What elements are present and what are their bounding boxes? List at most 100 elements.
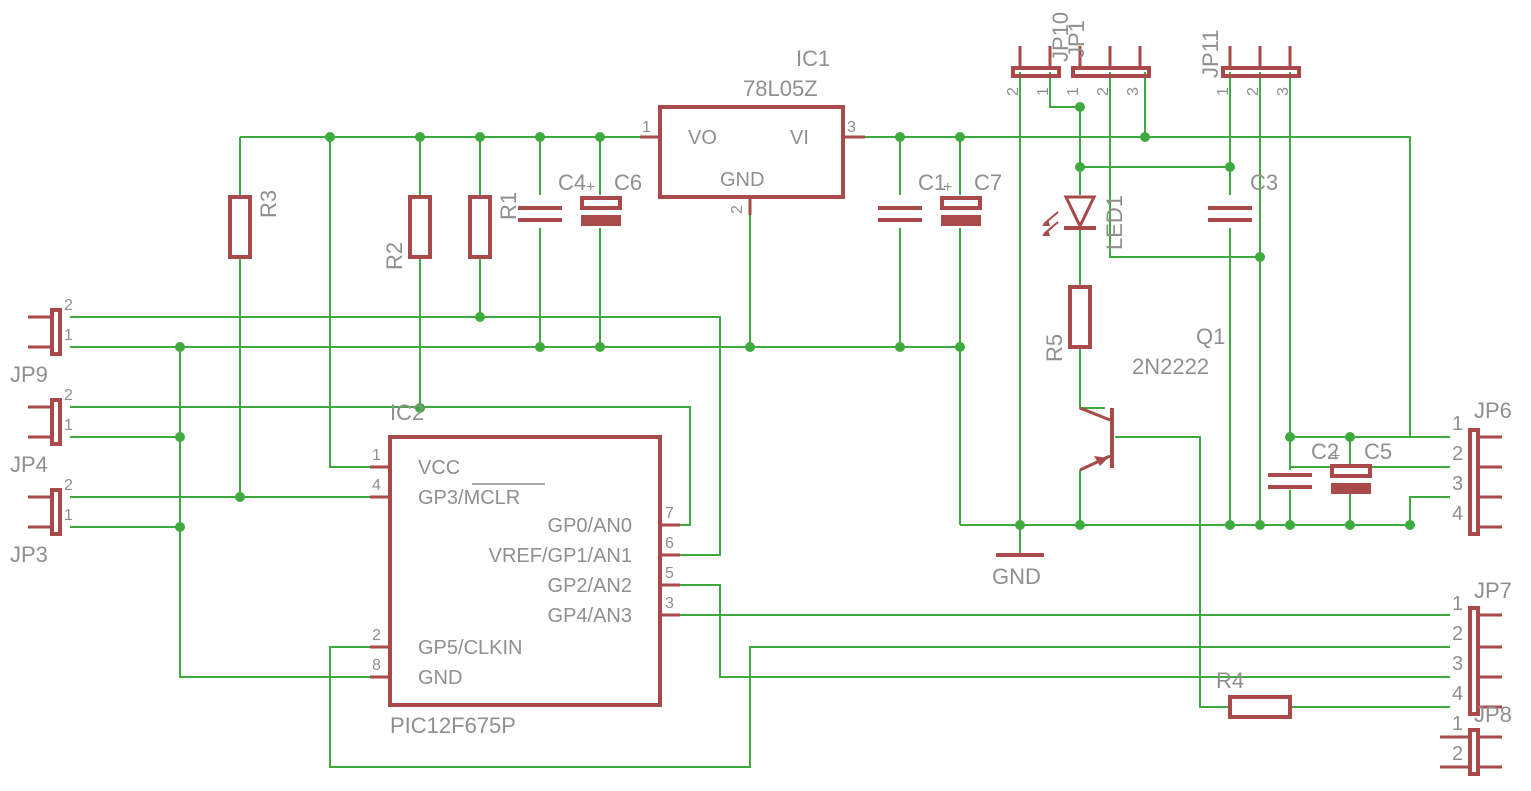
r4-label: R4	[1216, 668, 1244, 693]
jp9-pin: 2	[64, 297, 73, 314]
junction	[1285, 432, 1295, 442]
gnd-symbol: GND	[992, 553, 1044, 589]
led1-label: LED1	[1102, 195, 1127, 250]
ic2-pin-label: GND	[418, 667, 462, 689]
junction	[1345, 432, 1355, 442]
ic2-pin-label: GP3/MCLR	[418, 487, 520, 509]
ic2-pin-num: 8	[372, 657, 381, 674]
junction	[1140, 132, 1150, 142]
junction	[475, 132, 485, 142]
r3-label: R3	[256, 190, 281, 218]
jp7-pin: 3	[1452, 653, 1463, 675]
jp9-label: JP9	[10, 362, 48, 387]
junction	[475, 312, 485, 322]
jp3-pin: 1	[64, 507, 73, 524]
junction	[415, 403, 425, 413]
jp10-pin: 2	[1005, 87, 1022, 96]
resistor-r2: R2	[382, 195, 432, 270]
junction	[175, 342, 185, 352]
ic2-value: PIC12F675P	[390, 713, 516, 738]
jp1-pin: 3	[1125, 87, 1142, 96]
ic1-pin-vo: VO	[688, 127, 717, 149]
ic2-pin-label: GP0/AN0	[548, 515, 632, 537]
junction	[1345, 520, 1355, 530]
junction	[1255, 252, 1265, 262]
ic2-pin-label: GP2/AN2	[548, 575, 632, 597]
jp4-pin: 2	[64, 387, 73, 404]
junctions	[175, 102, 1415, 532]
ic2-pin-label: GP5/CLKIN	[418, 637, 522, 659]
ic1-pin-vi: VI	[790, 127, 809, 149]
c5-label: C5	[1364, 439, 1392, 464]
junction	[595, 132, 605, 142]
ic1-pin2-num: 2	[729, 205, 746, 214]
c6-label: C6	[614, 170, 642, 195]
junction	[535, 132, 545, 142]
jp11-pin: 3	[1275, 87, 1292, 96]
ic1-pin-gnd: GND	[720, 169, 764, 191]
ic2-pin-label: VCC	[418, 457, 460, 479]
connector-jp10: 2 1 JP10	[1005, 12, 1073, 96]
ic2-pin-num: 6	[665, 535, 674, 552]
jp1-label: JP1	[1064, 20, 1089, 58]
ic2-pin-label: GP4/AN3	[548, 605, 632, 627]
wires	[70, 72, 1450, 768]
ic2-pin-num: 2	[372, 627, 381, 644]
jp11-label: JP11	[1198, 29, 1223, 78]
ic1-value: 78L05Z	[743, 76, 818, 101]
jp11-pin: 1	[1215, 87, 1232, 96]
junction	[1225, 520, 1235, 530]
junction	[955, 342, 965, 352]
jp10-label: JP10	[1048, 12, 1073, 62]
jp3-label: JP3	[10, 542, 48, 567]
jp7-pin: 1	[1452, 593, 1463, 615]
jp1-pin: 2	[1095, 87, 1112, 96]
junction	[175, 522, 185, 532]
ic2-pin-num: 1	[372, 447, 381, 464]
capacitor-c1: C1	[878, 170, 946, 222]
led1: LED1	[1042, 195, 1127, 250]
junction	[1015, 520, 1025, 530]
capacitor-c3: C3	[1208, 170, 1278, 222]
connector-jp4: 2 1 JP4	[10, 387, 73, 477]
gnd-label: GND	[992, 564, 1041, 589]
resistor-r4: R4	[1216, 668, 1292, 719]
junction	[175, 432, 185, 442]
junction	[1405, 520, 1415, 530]
r5-label: R5	[1042, 334, 1067, 362]
jp8-pin: 1	[1452, 713, 1463, 735]
r2-label: R2	[382, 242, 407, 270]
jp7-pin: 2	[1452, 623, 1463, 645]
junction	[895, 342, 905, 352]
c4-label: C4	[558, 170, 586, 195]
connector-jp9: 2 1 JP9	[10, 297, 73, 387]
c5-polarity: +	[1331, 448, 1340, 465]
connector-jp8: 1 2 JP8	[1440, 702, 1512, 776]
junction	[235, 492, 245, 502]
jp3-pin: 2	[64, 477, 73, 494]
capacitor-c6: C6 +	[580, 170, 642, 226]
resistor-r5: R5	[1042, 285, 1092, 362]
jp1-pin: 1	[1065, 87, 1082, 96]
c7-label: C7	[974, 170, 1002, 195]
junction	[1255, 520, 1265, 530]
connector-jp1: 1 2 3 JP1	[1064, 20, 1151, 96]
c7-polarity: +	[943, 179, 952, 196]
ic1-name: IC1	[796, 46, 830, 71]
junction	[895, 132, 905, 142]
ic2-pin-label: VREF/GP1/AN1	[489, 545, 632, 567]
capacitor-c4: C4	[518, 170, 586, 222]
junction	[325, 132, 335, 142]
junction	[1285, 520, 1295, 530]
junction	[535, 342, 545, 352]
resistor-r3: R3	[228, 190, 281, 259]
ic1-regulator: IC1 78L05Z VO VI GND 1 3 2	[640, 46, 865, 215]
jp6-pin: 2	[1452, 443, 1463, 465]
jp6-pin: 3	[1452, 473, 1463, 495]
connector-jp3: 2 1 JP3	[10, 477, 73, 567]
junction	[1075, 162, 1085, 172]
connector-jp6: 1 2 3 4 JP6	[1452, 398, 1512, 536]
transistor-q1: Q1 2N2222	[1079, 324, 1225, 472]
junction	[1225, 162, 1235, 172]
